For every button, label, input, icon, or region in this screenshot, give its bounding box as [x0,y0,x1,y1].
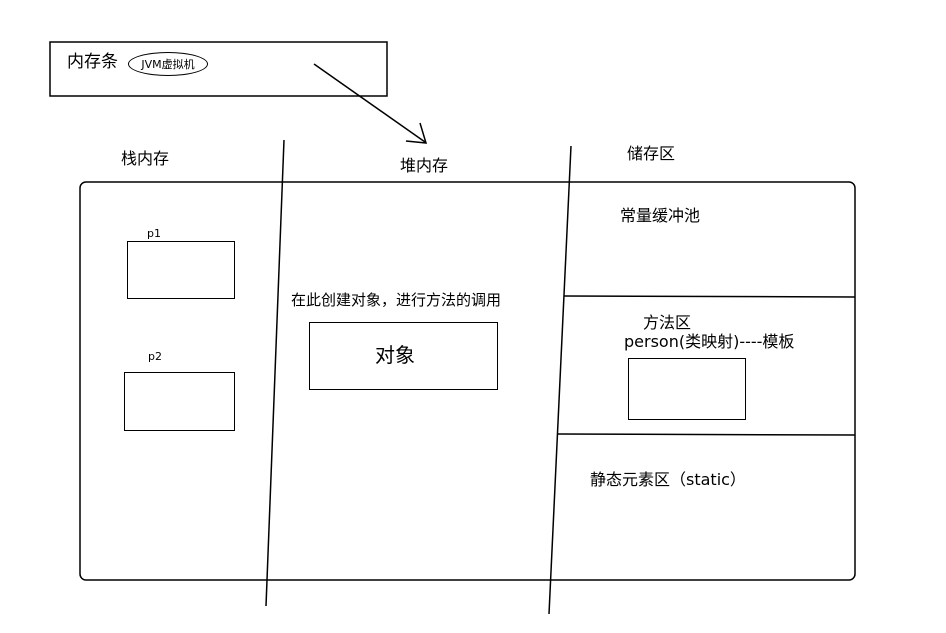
class-template-box [628,358,746,420]
jvm-badge-text: JVM虚拟机 [141,58,195,71]
memory-bar-label: 内存条 [67,52,118,72]
static-area-label: 静态元素区（static） [590,470,746,489]
memory-container [79,181,856,581]
constant-pool-label: 常量缓冲池 [620,206,701,225]
method-area-label: 方法区 [643,313,692,332]
heap-heading: 堆内存 [400,156,449,175]
divider-stack-heap [265,139,285,607]
p2-box [124,372,235,431]
divider-method-static [556,433,856,436]
stack-heading: 栈内存 [121,149,170,168]
p2-label: p2 [148,350,162,363]
object-label: 对象 [375,343,415,367]
class-template-label: person(类映射)----模板 [624,332,795,351]
arrow-head [405,122,428,144]
arrow-line [313,63,426,143]
divider-constant-method [563,295,856,298]
jvm-badge: JVM虚拟机 [128,52,208,76]
p1-box [127,241,235,299]
p1-label: p1 [147,227,161,240]
divider-heap-storage [548,145,572,615]
storage-heading: 储存区 [627,144,676,163]
heap-note: 在此创建对象，进行方法的调用 [291,291,502,309]
object-box [309,322,498,390]
memory-bar-box [49,41,388,97]
